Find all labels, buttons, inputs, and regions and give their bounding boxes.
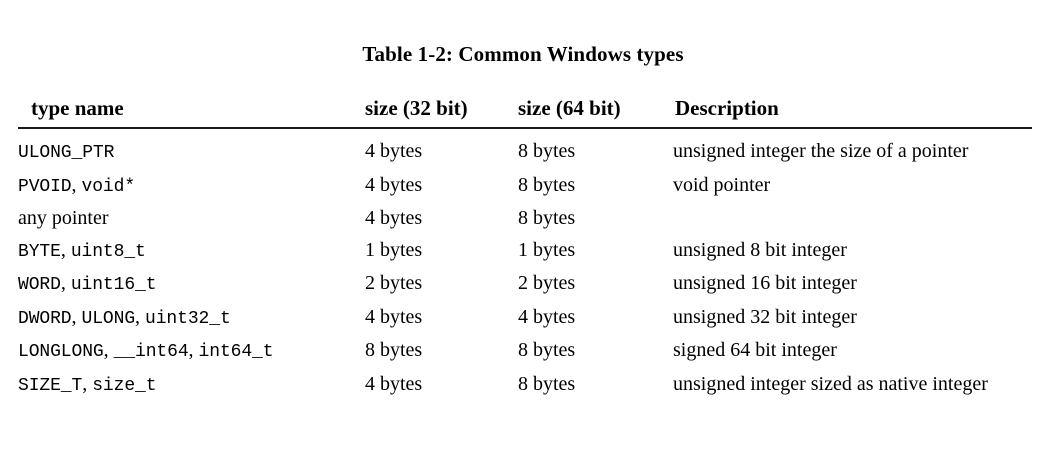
type-token: ULONG	[81, 308, 136, 329]
type-token: size_t	[92, 375, 157, 396]
cell-description	[673, 203, 1032, 235]
cell-size-64bit: 8 bytes	[518, 372, 576, 395]
cell-size-64bit: 2 bytes	[518, 272, 576, 294]
type-token: PVOID	[18, 176, 72, 197]
table-caption: Table 1-2: Common Windows types	[362, 42, 684, 66]
cell-type-name: DWORD, ULONG, uint32_t	[18, 302, 365, 336]
type-token: void*	[81, 176, 136, 197]
cell-description: unsigned integer the size of a pointer	[673, 140, 969, 162]
type-token: int64_t	[198, 342, 274, 362]
cell-size-32bit: 4 bytes	[365, 173, 423, 196]
type-token: uint8_t	[70, 241, 146, 262]
column-header-size-32bit: size (32 bit)	[365, 96, 518, 129]
cell-size-64bit: 8 bytes	[518, 207, 576, 229]
type-token: BYTE	[18, 241, 61, 262]
cell-size-64bit: 8 bytes	[518, 173, 576, 196]
table-row: any pointer 4 bytes 8 bytes	[18, 203, 1032, 235]
cell-type-name: WORD, uint16_t	[18, 268, 365, 302]
type-token: LONGLONG	[18, 342, 104, 362]
cell-size-32bit: 1 bytes	[365, 238, 423, 261]
cell-type-name: LONGLONG, __int64, int64_t	[18, 335, 365, 369]
type-token: __int64	[113, 342, 189, 362]
cell-type-name: BYTE, uint8_t	[18, 235, 365, 269]
type-token: ,	[71, 305, 82, 328]
cell-type-name: any pointer	[18, 203, 365, 235]
type-token: uint32_t	[145, 308, 231, 329]
type-token: ,	[60, 238, 71, 261]
cell-size-64bit: 8 bytes	[518, 140, 576, 162]
cell-description: unsigned 16 bit integer	[673, 272, 857, 294]
cell-size-32bit: 4 bytes	[365, 140, 423, 162]
type-token: DWORD	[18, 308, 72, 329]
type-token: SIZE_T	[18, 375, 83, 396]
type-token: ,	[71, 173, 82, 196]
type-token: uint16_t	[70, 275, 157, 295]
table-header: type name size (32 bit) size (64 bit) De…	[18, 96, 1032, 129]
column-header-size-64bit: size (64 bit)	[518, 96, 673, 129]
cell-type-name: PVOID, void*	[18, 170, 365, 204]
cell-size-32bit: 4 bytes	[365, 372, 423, 395]
type-token: ,	[60, 272, 71, 294]
cell-description: void pointer	[673, 173, 771, 196]
type-token: ,	[82, 372, 93, 395]
cell-size-32bit: 8 bytes	[365, 339, 423, 361]
cell-description: unsigned 8 bit integer	[673, 238, 847, 261]
cell-description: unsigned 32 bit integer	[673, 305, 857, 328]
type-token: ,	[188, 339, 199, 361]
type-token: WORD	[18, 275, 61, 295]
type-token: any pointer	[18, 207, 109, 229]
table-body: ULONG_PTR 4 bytes 8 bytes unsigned integer …	[18, 128, 1032, 402]
cell-size-64bit: 1 bytes	[518, 238, 576, 261]
column-header-type-name: type name	[18, 96, 365, 129]
table-header-row: type name size (32 bit) size (64 bit) De…	[18, 96, 1032, 129]
table-row: ULONG_PTR 4 bytes 8 bytes unsigned integer …	[18, 128, 1032, 170]
cell-description: unsigned integer sized as native integer	[673, 372, 988, 395]
cell-size-32bit: 4 bytes	[365, 305, 423, 328]
column-header-description: Description	[673, 96, 1032, 129]
table-container: type name size (32 bit) size (64 bit) De…	[18, 96, 1032, 402]
type-token: ,	[135, 305, 146, 328]
cell-size-64bit: 8 bytes	[518, 339, 576, 361]
type-token: ,	[103, 339, 114, 361]
cell-size-32bit: 2 bytes	[365, 272, 423, 294]
cell-description: signed 64 bit integer	[673, 339, 837, 361]
common-windows-types-table: type name size (32 bit) size (64 bit) De…	[18, 96, 1032, 402]
cell-type-name: ULONG_PTR	[18, 128, 365, 170]
cell-size-32bit: 4 bytes	[365, 207, 423, 229]
cell-type-name: SIZE_T, size_t	[18, 369, 365, 403]
cell-size-64bit: 4 bytes	[518, 305, 576, 328]
type-token: ULONG_PTR	[18, 143, 115, 163]
